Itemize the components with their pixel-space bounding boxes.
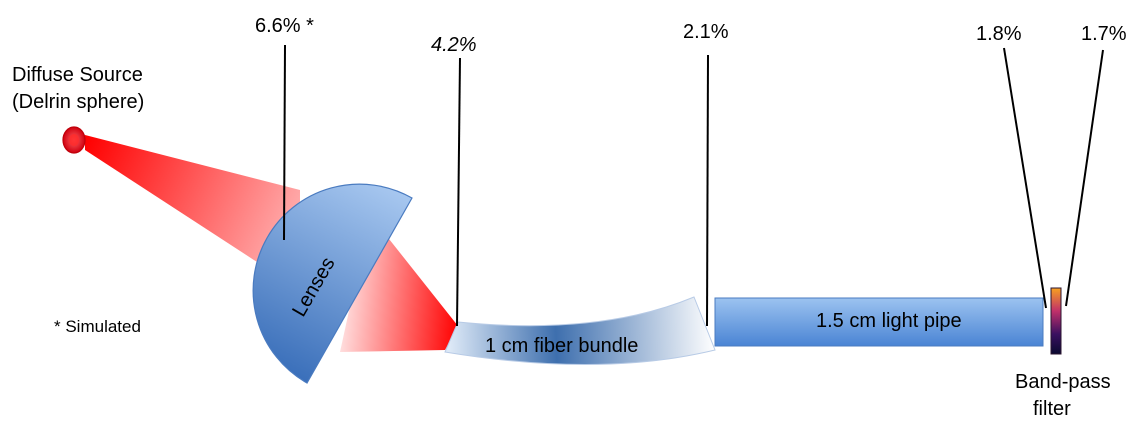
source-beam [85,135,300,290]
filter-label-line1: Band-pass [1015,371,1111,393]
source-label-line1: Diffuse Source [12,64,143,86]
efficiency-lens-focus: 4.2% [431,34,477,56]
leader-line-1-8 [1003,47,1047,309]
leader-line-1-7 [1065,49,1104,307]
efficiency-after-fiber: 2.1% [683,21,729,43]
fiber-bundle [444,296,716,366]
efficiency-after-pipe: 1.8% [976,23,1022,45]
fiber-bundle-label: 1 cm fiber bundle [485,335,639,357]
leader-line-6-6 [283,44,286,241]
efficiency-after-filter: 1.7% [1081,23,1127,45]
footnote-simulated: * Simulated [54,317,141,336]
source-label-line2: (Delrin sphere) [12,91,145,113]
light-pipe [714,297,1044,347]
lens-element [252,183,413,384]
leader-line-4-2 [456,57,461,327]
band-pass-filter [1050,287,1062,355]
light-pipe-label: 1.5 cm light pipe [816,310,962,332]
efficiency-after-lenses: 6.6% * [255,15,314,37]
filter-label-line2: filter [1033,398,1071,420]
leader-line-2-1 [706,54,709,327]
